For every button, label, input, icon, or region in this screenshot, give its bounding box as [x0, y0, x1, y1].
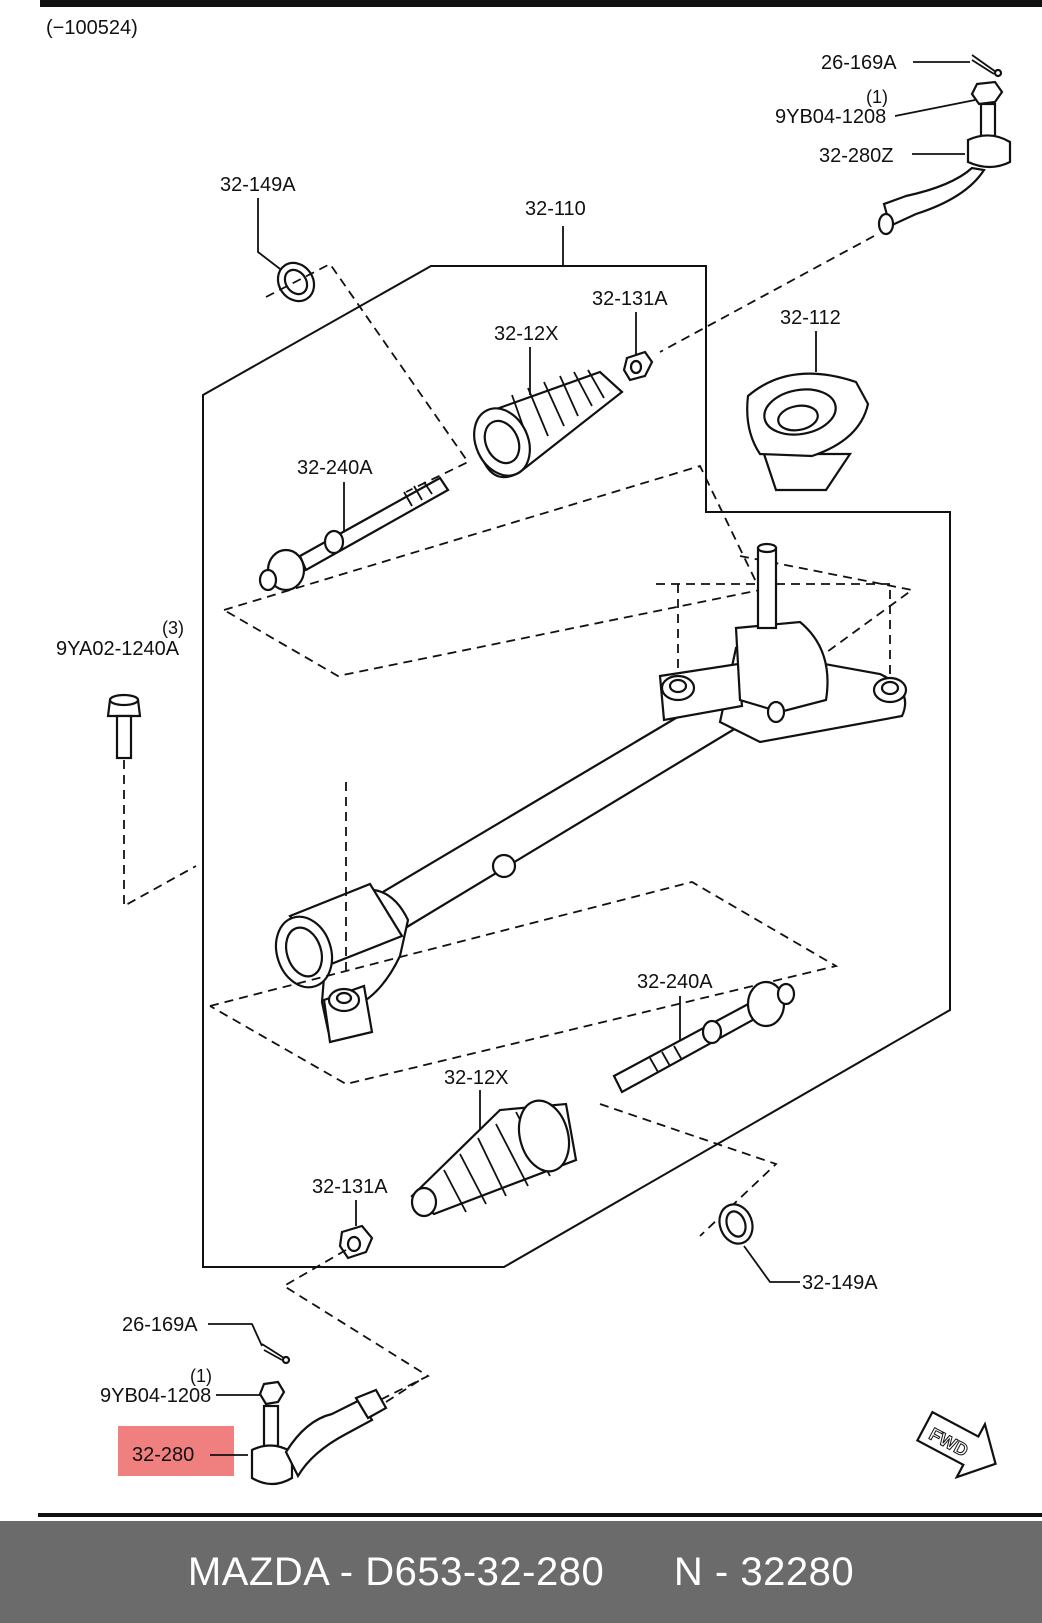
washer-bottom-icon	[718, 1203, 754, 1245]
nut-bottom-icon	[258, 1380, 286, 1406]
top-border	[40, 0, 1042, 7]
tie-rod-end-bottom-axis	[385, 1379, 421, 1403]
label-tie-rod-top: 32-240A	[297, 457, 373, 479]
label-tie-rod-end-highlight: 32-280	[132, 1444, 194, 1466]
cotter-pin-bottom-leader	[208, 1323, 263, 1347]
label-bolt-qty: (3)	[162, 618, 184, 638]
label-tie-rod-end-left-top: 32-280Z	[819, 145, 894, 167]
nut-top-icon	[970, 80, 1004, 106]
boot-top-icon	[473, 369, 624, 479]
washer-top-guide	[265, 262, 470, 493]
clamp-top-icon	[622, 350, 654, 382]
cotter-pin-bottom-eye	[281, 1355, 291, 1365]
label-bolt: 9YA02-1240A	[56, 638, 180, 660]
fwd-arrow-icon: FWD	[915, 1410, 997, 1480]
boot-bottom-icon	[410, 1099, 578, 1218]
label-clamp-top: 32-131A	[592, 288, 668, 310]
tie-rod-end-bottom-icon	[250, 1388, 388, 1486]
part-number-footer: MAZDA - D653-32-280 N - 32280	[0, 1521, 1042, 1623]
cotter-pin-top-icon	[971, 54, 997, 75]
highlight-box	[118, 1426, 234, 1476]
label-nut-qty-top: (1)	[866, 87, 888, 107]
footer-spacer	[604, 1550, 674, 1595]
washer-top-leader	[257, 198, 285, 273]
label-cotter-pin-bottom: 26-169A	[122, 1314, 198, 1336]
label-clamp-bottom: 32-131A	[312, 1176, 388, 1198]
steering-gear-housing-icon	[209, 542, 915, 1085]
parts-diagram: (−100524) 32-110 26-169A (1) 9YB04-1208 …	[38, 0, 1042, 1517]
bolt-guide	[123, 760, 197, 908]
tie-rod-top-icon	[258, 476, 450, 592]
label-tie-rod-bottom: 32-240A	[637, 971, 713, 993]
tie-rod-end-top-axis	[659, 235, 875, 353]
label-washer-bottom: 32-149A	[802, 1272, 878, 1294]
label-washer-top: 32-149A	[220, 174, 296, 196]
oem-part-number: MAZDA - D653-32-280	[187, 1549, 605, 1594]
tie-rod-end-top-icon	[877, 102, 1012, 236]
label-cotter-pin-top: 26-169A	[821, 52, 897, 74]
label-gear-assembly: 32-110	[525, 198, 586, 220]
date-code: (−100524)	[46, 17, 138, 39]
clamp-bottom-icon	[338, 1224, 374, 1260]
tie-rod-bottom-icon	[612, 980, 796, 1094]
label-mount-rubber: 32-112	[780, 307, 841, 329]
cotter-pin-top-eye	[993, 68, 1003, 78]
clamp-bottom-guide	[282, 1249, 430, 1401]
nut-top-leader	[894, 99, 976, 117]
washer-bottom-leader	[743, 1245, 800, 1283]
label-boot-bottom: 32-12X	[444, 1067, 509, 1089]
bolt-icon	[106, 693, 142, 760]
label-nut-bottom: 9YB04-1208	[100, 1385, 211, 1407]
label-nut-top: 9YB04-1208	[775, 106, 886, 128]
alt-part-number: N - 32280	[673, 1549, 855, 1594]
cotter-pin-bottom-icon	[261, 1343, 285, 1361]
label-nut-qty-bottom: (1)	[190, 1366, 212, 1386]
label-boot-top: 32-12X	[494, 323, 559, 345]
assembly-frame	[202, 265, 951, 1268]
mount-rubber-icon	[746, 372, 870, 492]
